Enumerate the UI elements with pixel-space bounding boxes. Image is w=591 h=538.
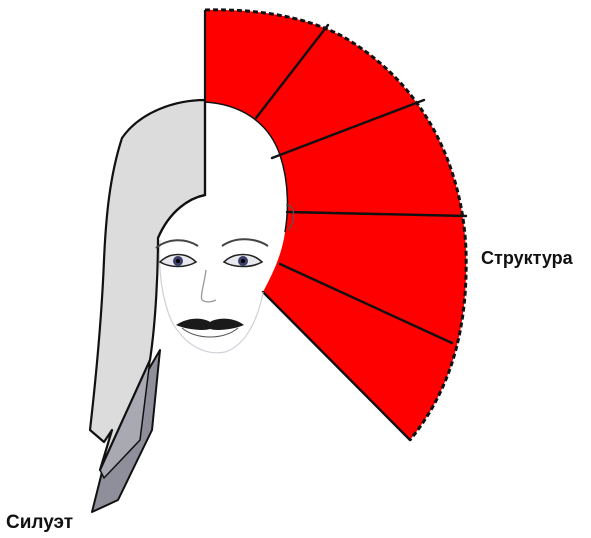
silhouette-label: Силуэт — [6, 512, 73, 534]
left-eyebrow — [156, 240, 198, 248]
structure-label: Структура — [481, 248, 573, 269]
mouth — [176, 319, 244, 337]
structure-fan — [205, 10, 466, 440]
nose — [201, 270, 216, 302]
right-eye — [224, 255, 262, 267]
left-eye — [160, 255, 196, 267]
right-eyebrow — [222, 239, 268, 246]
